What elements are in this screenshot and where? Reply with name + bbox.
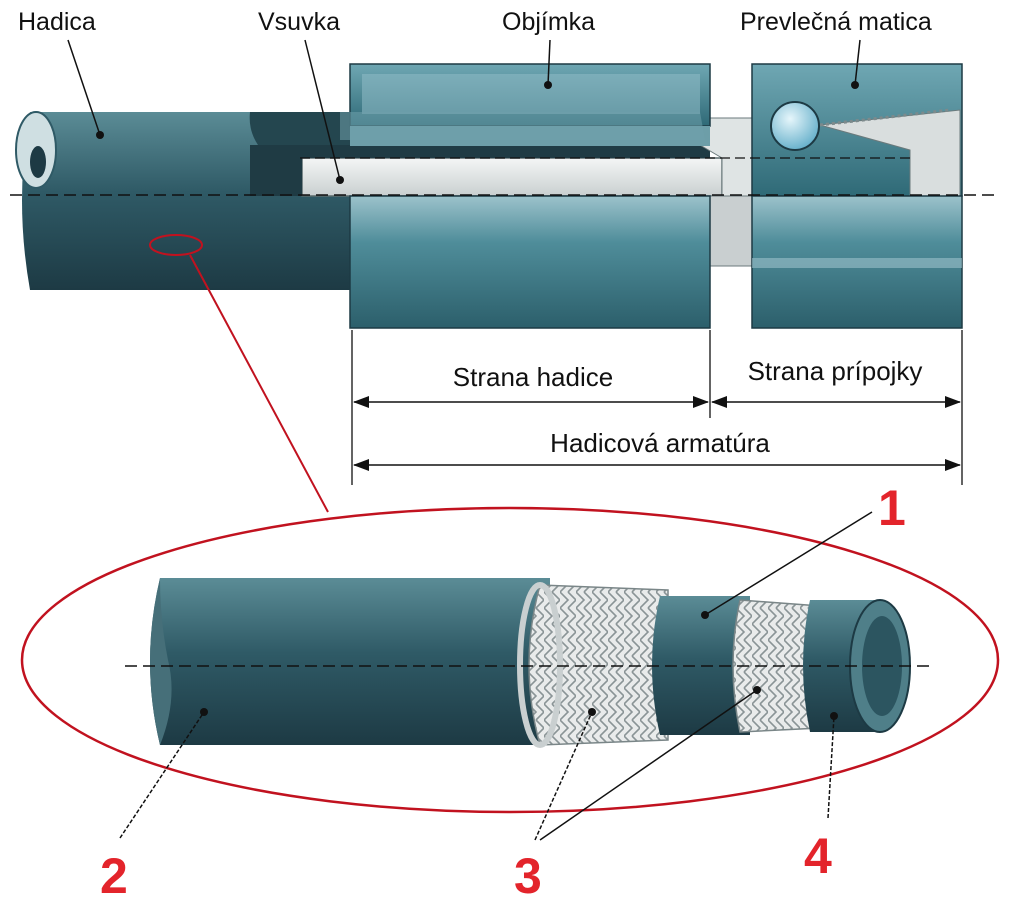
label-assembly: Hadicová armatúra: [550, 428, 770, 458]
label-nipple: Vsuvka: [258, 8, 340, 36]
leader-nut: [854, 39, 861, 86]
leader-sleeve-dot: [544, 81, 552, 89]
leader-nut-dot: [851, 81, 859, 89]
label-connection-side: Strana prípojky: [748, 356, 923, 386]
detail-marker: [149, 234, 203, 256]
leader-3b: [539, 689, 758, 841]
union-nut: [751, 63, 963, 329]
leader-1: [704, 511, 873, 616]
callout-2: 2: [100, 848, 128, 904]
label-hose: Hadica: [18, 8, 96, 36]
leader-hose: [67, 39, 101, 136]
leader-3b-dot: [753, 686, 761, 694]
leader-4: [827, 715, 835, 819]
detail-ellipse: [20, 506, 1000, 814]
ball-bearing: [770, 101, 820, 151]
leader-2-dot: [200, 708, 208, 716]
leader-3a: [534, 711, 593, 841]
callout-1: 1: [878, 480, 906, 536]
leader-4-dot: [830, 712, 838, 720]
leader-1-dot: [701, 611, 709, 619]
leader-nipple-dot: [336, 176, 344, 184]
label-sleeve: Objímka: [502, 8, 595, 36]
outer-cover-layer: [150, 578, 550, 745]
leader-sleeve: [547, 39, 551, 86]
label-nut: Prevlečná matica: [740, 8, 932, 36]
callout-4: 4: [804, 828, 832, 884]
leader-nipple: [304, 39, 341, 181]
label-hose-side: Strana hadice: [453, 362, 613, 392]
leader-2: [119, 711, 205, 839]
braid-layer-outer: [517, 582, 669, 748]
callout-3: 3: [514, 848, 542, 904]
leader-hose-dot: [96, 131, 104, 139]
sleeve: [340, 63, 711, 329]
leader-3a-dot: [588, 708, 596, 716]
hose-body: [15, 111, 350, 290]
detail-connector: [189, 254, 329, 513]
